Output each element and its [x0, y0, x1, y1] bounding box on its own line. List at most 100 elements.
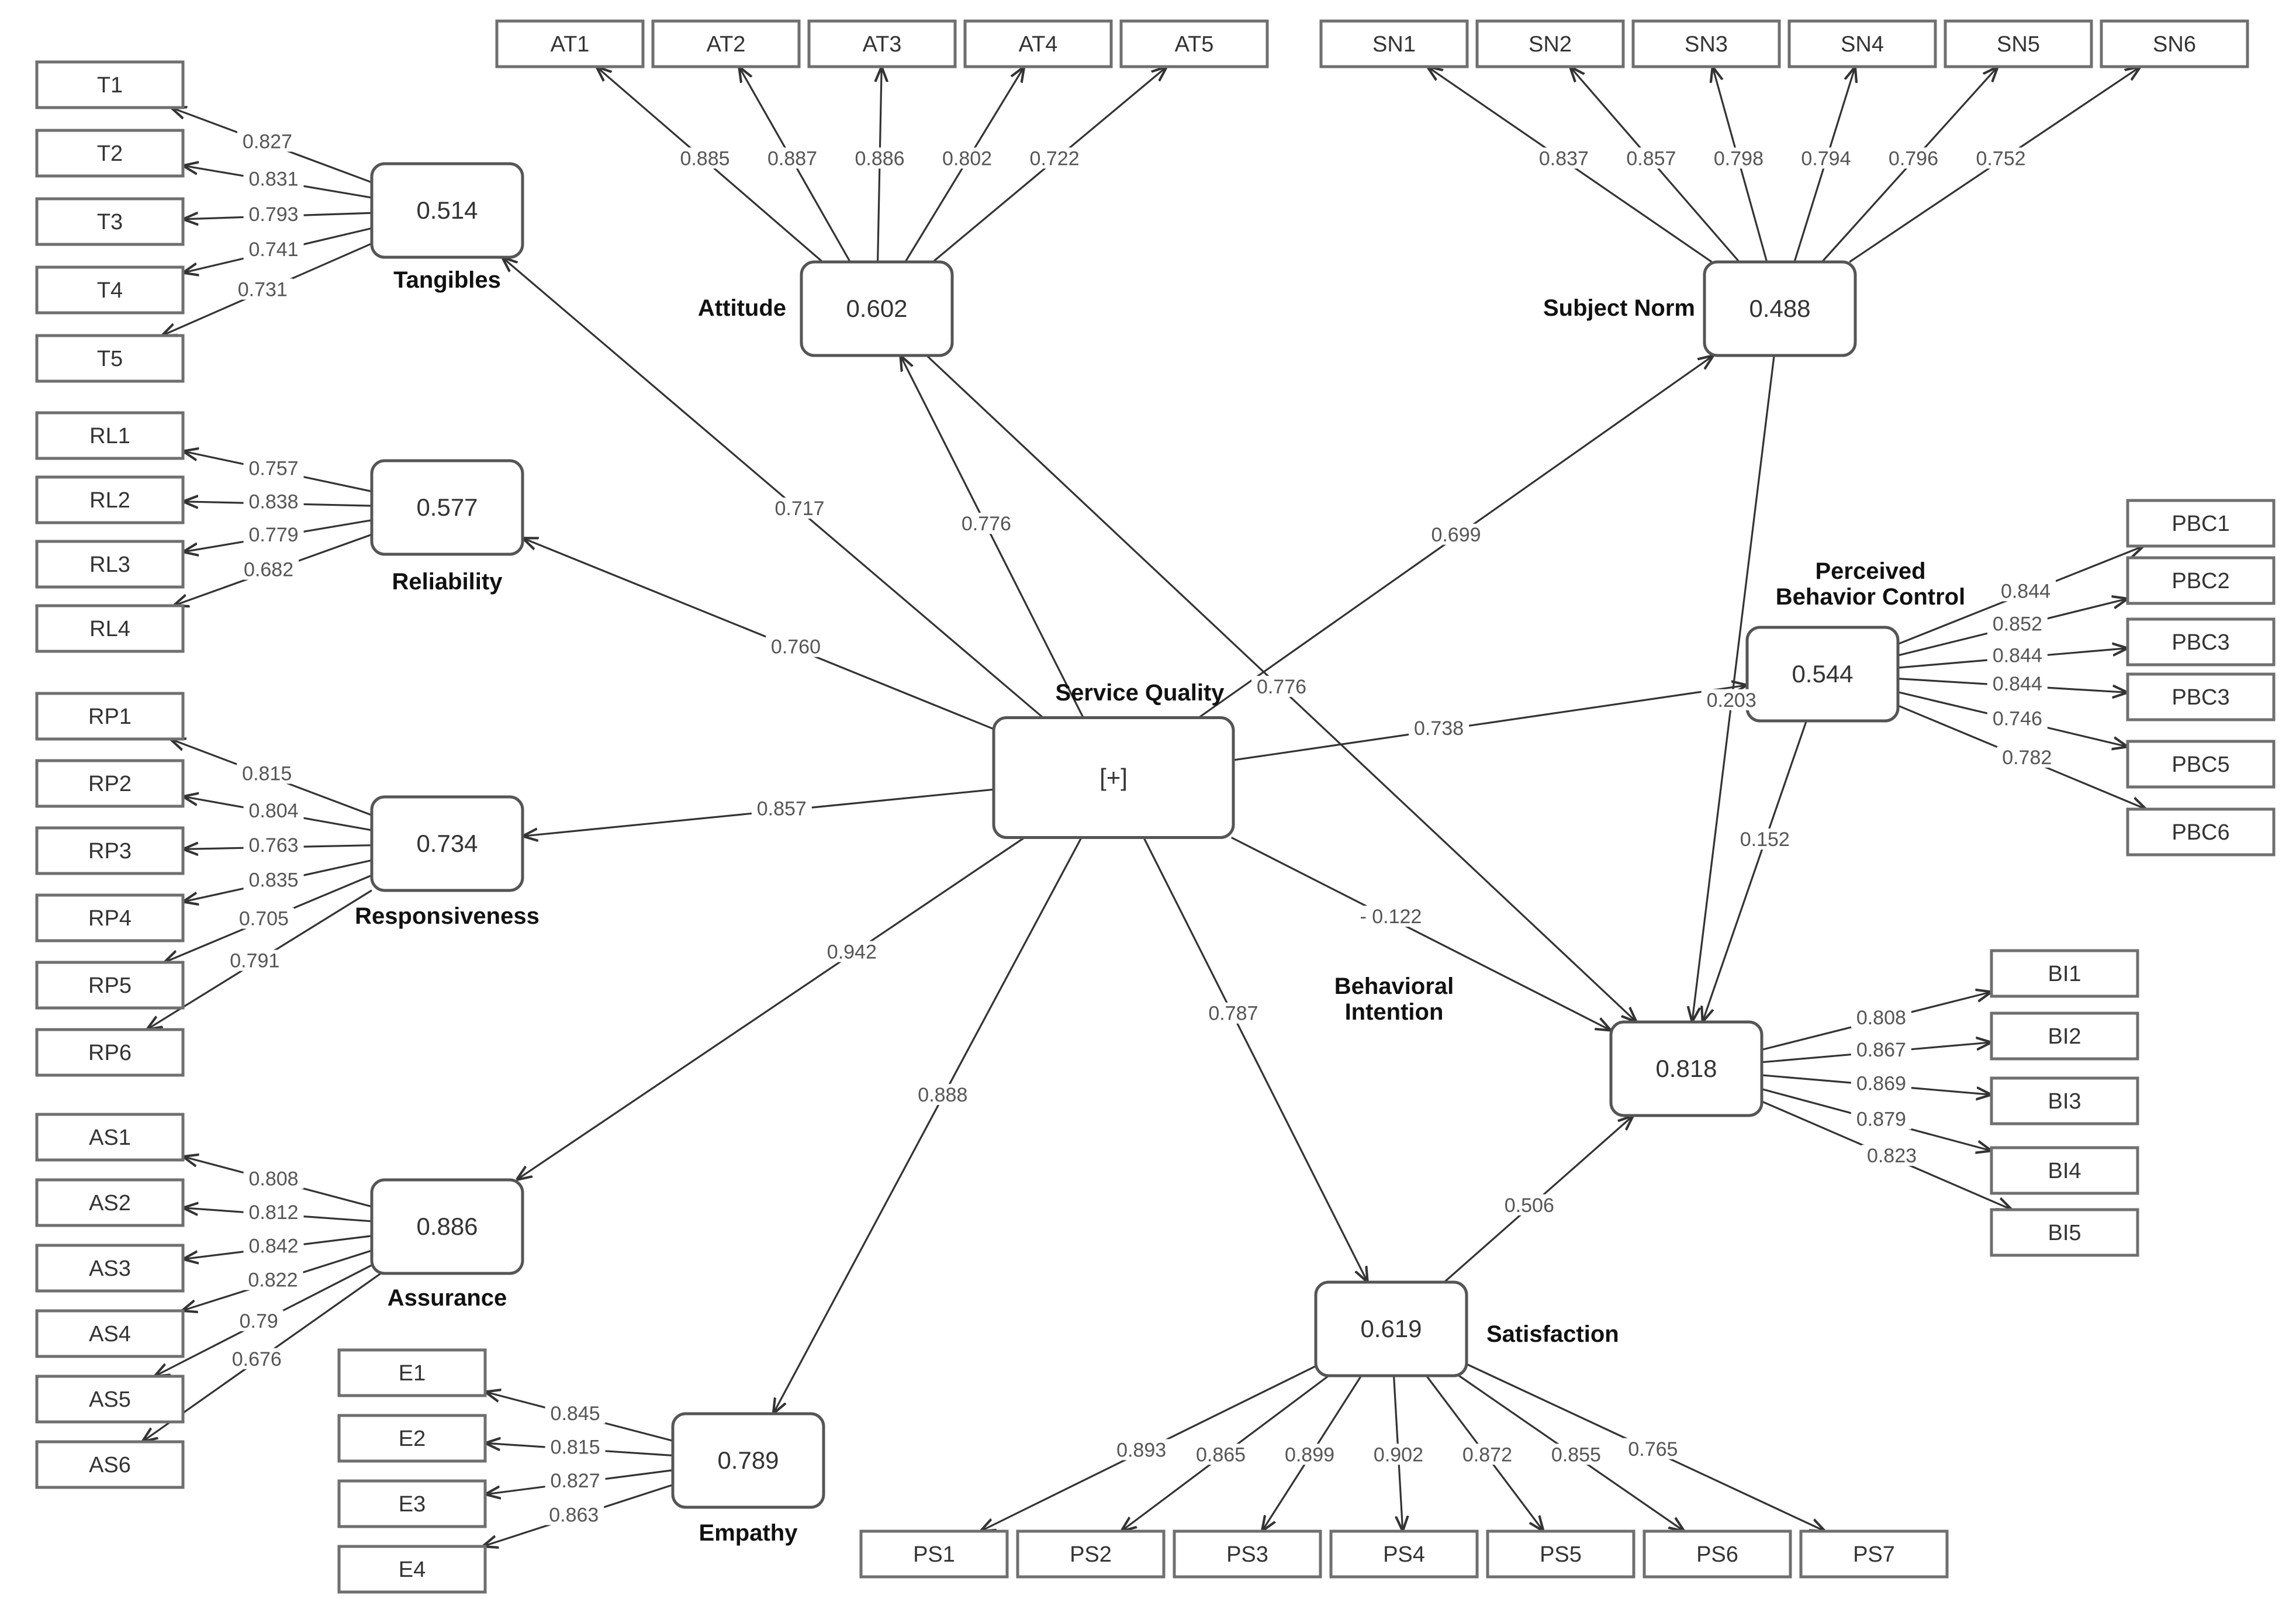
indicator-t5[interactable]: T5: [35, 334, 185, 383]
path-coef-sq-attitude: 0.776: [956, 513, 1016, 535]
loading-t3-label: 0.793: [248, 203, 298, 226]
latent-value: 0.602: [846, 295, 907, 322]
indicator-sn3[interactable]: SN3: [1631, 19, 1781, 68]
indicator-bi3[interactable]: BI3: [1990, 1076, 2139, 1125]
indicator-rl3[interactable]: RL3: [35, 540, 185, 589]
indicator-ps3[interactable]: PS3: [1173, 1529, 1322, 1579]
indicator-e3[interactable]: E3: [337, 1479, 487, 1528]
loading-as2: 0.812: [243, 1201, 304, 1224]
indicator-ps6[interactable]: PS6: [1643, 1529, 1792, 1579]
indicator-ps7[interactable]: PS7: [1799, 1529, 1949, 1579]
indicator-e4[interactable]: E4: [337, 1545, 487, 1594]
indicator-ps2[interactable]: PS2: [1016, 1529, 1166, 1579]
indicator-sn5[interactable]: SN5: [1944, 19, 2093, 68]
latent-value: 0.886: [416, 1213, 478, 1240]
indicator-box: [1631, 19, 1781, 68]
indicator-rp4[interactable]: RP4: [35, 893, 185, 942]
indicator-box: [35, 129, 185, 178]
indicator-rp2[interactable]: RP2: [35, 759, 185, 808]
latent-value: 0.619: [1360, 1315, 1422, 1342]
path-coef-satisfaction-bi-label: 0.506: [1505, 1194, 1554, 1217]
indicator-at5[interactable]: AT5: [1119, 19, 1269, 68]
indicator-rp1[interactable]: RP1: [35, 692, 185, 741]
indicator-pbc6[interactable]: PBC6: [2126, 807, 2276, 857]
indicator-label: T3: [97, 210, 123, 234]
latent-box: [671, 1412, 825, 1509]
indicator-bi5[interactable]: BI5: [1990, 1208, 2139, 1257]
loading-as6-label: 0.676: [232, 1348, 282, 1370]
indicator-rl4[interactable]: RL4: [35, 604, 185, 653]
indicator-as2[interactable]: AS2: [35, 1178, 185, 1227]
indicator-e2[interactable]: E2: [337, 1414, 487, 1463]
indicator-pbc3[interactable]: PBC3: [2126, 617, 2276, 667]
indicator-sn1[interactable]: SN1: [1319, 19, 1469, 68]
path-coef-sq-pbc: 0.738: [1409, 717, 1469, 740]
path-coef-sq-bi-label: - 0.122: [1360, 906, 1422, 928]
path-coef-sq-bi: - 0.122: [1349, 906, 1432, 928]
indicator-rl2[interactable]: RL2: [35, 475, 185, 524]
indicator-label: RP5: [88, 973, 132, 998]
indicator-bi4[interactable]: BI4: [1990, 1146, 2139, 1195]
indicator-pbc1[interactable]: PBC1: [2126, 499, 2276, 548]
loading-ps7-label: 0.765: [1628, 1438, 1678, 1460]
indicator-box: [1173, 1529, 1322, 1579]
indicator-at4[interactable]: AT4: [963, 19, 1113, 68]
loading-sn3-label: 0.798: [1714, 147, 1764, 170]
indicator-bi1[interactable]: BI1: [1990, 949, 2139, 998]
path-coef-sq-attitude-label: 0.776: [962, 513, 1011, 535]
indicator-sn2[interactable]: SN2: [1475, 19, 1625, 68]
loading-pbc3: 0.844: [1987, 673, 2048, 695]
indicator-label: PBC3: [2171, 630, 2229, 655]
indicator-as6[interactable]: AS6: [35, 1440, 185, 1489]
indicator-at1[interactable]: AT1: [495, 19, 645, 68]
indicator-t1[interactable]: T1: [35, 60, 185, 109]
indicator-t4[interactable]: T4: [35, 265, 185, 315]
indicator-sn4[interactable]: SN4: [1787, 19, 1937, 68]
indicator-rp5[interactable]: RP5: [35, 961, 185, 1010]
loading-e3: 0.827: [545, 1470, 606, 1492]
indicator-t3[interactable]: T3: [35, 197, 185, 246]
indicator-label: E4: [399, 1558, 426, 1582]
indicator-rp3[interactable]: RP3: [35, 826, 185, 875]
loading-sn5-label: 0.796: [1889, 147, 1938, 170]
indicator-sn6[interactable]: SN6: [2100, 19, 2249, 68]
indicator-as5[interactable]: AS5: [35, 1375, 185, 1424]
indicator-label: AT4: [1019, 32, 1058, 57]
indicator-ps1[interactable]: PS1: [859, 1529, 1009, 1579]
loading-t4: 0.741: [243, 238, 304, 261]
indicator-as3[interactable]: AS3: [35, 1244, 185, 1293]
indicator-ps5[interactable]: PS5: [1486, 1529, 1635, 1579]
loading-sn5: 0.796: [1883, 147, 1944, 170]
indicator-rl1[interactable]: RL1: [35, 411, 185, 460]
indicator-pbc5[interactable]: PBC5: [2126, 740, 2276, 789]
loading-pbc3: 0.844: [1987, 644, 2048, 667]
loading-at3: 0.886: [849, 147, 910, 170]
indicator-label: SN4: [1841, 32, 1884, 57]
indicator-label: RL3: [89, 553, 130, 577]
indicator-as1[interactable]: AS1: [35, 1113, 185, 1162]
indicator-bi2[interactable]: BI2: [1990, 1011, 2139, 1061]
indicator-at2[interactable]: AT2: [651, 19, 801, 68]
indicator-ps4[interactable]: PS4: [1329, 1529, 1479, 1579]
indicator-pbc3[interactable]: PBC3: [2126, 672, 2276, 721]
latent-service-quality[interactable]: [+]Service Quality: [992, 680, 1235, 839]
indicator-t2[interactable]: T2: [35, 129, 185, 178]
indicator-pbc2[interactable]: PBC2: [2126, 556, 2276, 605]
indicator-box: [1990, 949, 2139, 998]
indicator-e1[interactable]: E1: [337, 1348, 487, 1397]
loading-rp4: 0.835: [243, 869, 304, 891]
indicator-box: [35, 826, 185, 875]
indicator-as4[interactable]: AS4: [35, 1309, 185, 1358]
indicator-rp6[interactable]: RP6: [35, 1028, 185, 1077]
indicator-at3[interactable]: AT3: [807, 19, 957, 68]
